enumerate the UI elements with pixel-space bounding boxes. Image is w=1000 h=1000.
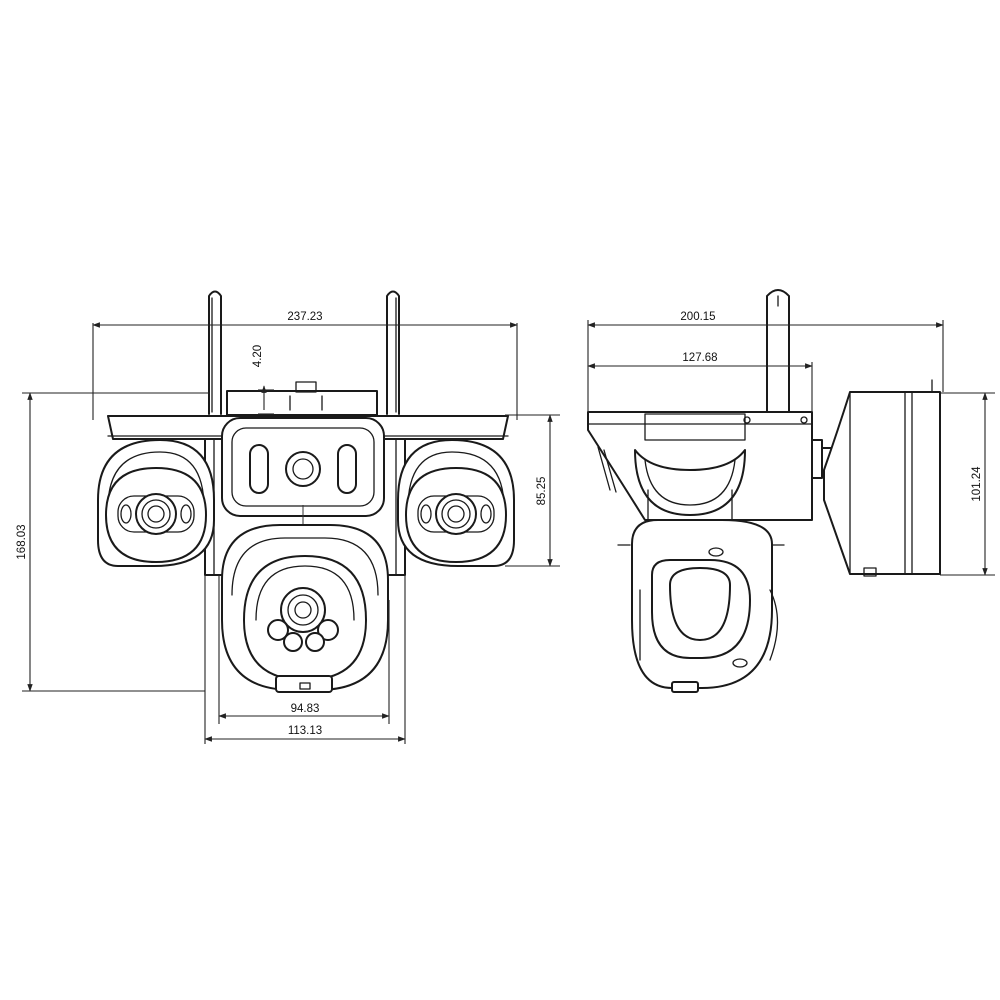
dim-mount-height: 101.24 xyxy=(971,466,983,502)
dim-overall-width: 237.23 xyxy=(287,311,322,323)
main-ptz-camera xyxy=(221,524,389,693)
left-side-camera xyxy=(97,439,215,567)
right-antenna xyxy=(386,290,400,415)
side-wall-plate xyxy=(823,379,941,577)
top-junction-box xyxy=(226,381,378,416)
right-side-camera xyxy=(397,439,515,567)
dim-lens-housing-width: 94.83 xyxy=(291,703,320,715)
side-dimensions: 200.15 127.68 101.24 xyxy=(587,311,995,576)
side-u-bracket xyxy=(617,519,785,693)
side-view: 200.15 127.68 101.24 xyxy=(587,289,995,693)
front-view: 237.23 4.20 168.03 85.25 94.83 xyxy=(16,290,560,744)
side-upper-ring xyxy=(634,449,746,521)
front-dimensions: 237.23 4.20 168.03 85.25 94.83 xyxy=(16,311,560,744)
dim-overall-height: 168.03 xyxy=(16,524,28,559)
dim-bracket-depth: 127.68 xyxy=(682,352,717,364)
dim-antenna-gap: 4.20 xyxy=(252,345,264,367)
dim-bracket-width: 113.13 xyxy=(288,725,322,737)
dim-overall-depth: 200.15 xyxy=(680,311,715,323)
left-antenna xyxy=(208,290,222,415)
center-light-panel xyxy=(221,417,385,560)
dim-side-height: 85.25 xyxy=(536,477,548,506)
